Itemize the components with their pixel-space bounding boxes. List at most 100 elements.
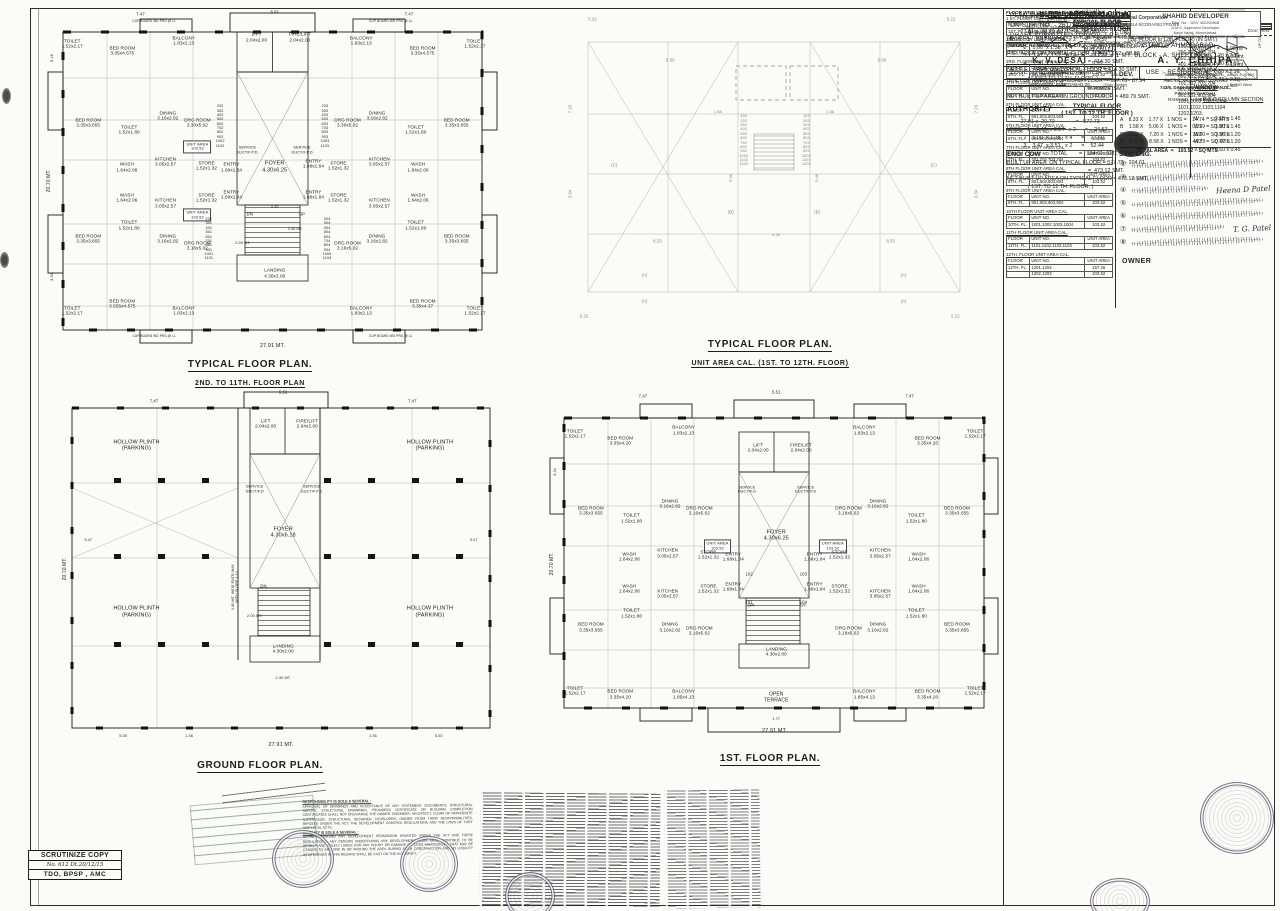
door-row: D1 = 0.90 x 2.10 [1194, 61, 1240, 68]
col-floor: FLOOR [1005, 85, 1031, 94]
row-number: ④ [1120, 186, 1127, 194]
plan-label: 5.51 [270, 9, 280, 15]
row-number: ⑦ [1120, 225, 1127, 233]
plan-title-text: GROUND FLOOR PLAN. [197, 760, 323, 773]
amc-zone: Zone: West [1247, 27, 1269, 33]
col-unit: UNIT NO. [1029, 193, 1086, 201]
plan-label: SERVICE DUCT/F.D [737, 485, 756, 495]
scrutinize-dept: TDO, BPSP , AMC [43, 871, 107, 878]
floor-table-title: 4TH FLOOR UNIT AREA CAL. [1006, 80, 1066, 86]
stair-row: TREAD = 0.30 mt [1194, 53, 1244, 60]
floor-table: 8TH FLOOR UNIT AREA CAL. FLOOR UNIT NO. … [1005, 166, 1113, 186]
window-row: W3 = 0.72 x 1.20 [1194, 139, 1241, 146]
plan-label: STORE 1.52x1.32 [697, 549, 719, 561]
ground-floor-plan-drawing [70, 391, 492, 730]
col-floor: FLOOR [1005, 64, 1031, 73]
signature-scribble [1129, 184, 1209, 195]
plan-label: BALCONY 1.85x4.13 [853, 688, 876, 700]
plan-label: 204 304 404 504 604 704 804 904 1004 110… [322, 217, 332, 261]
plan-label: ENTRY 1.68x1.84 [221, 162, 243, 173]
floor-table: 4TH FLOOR UNIT AREA CAL. FLOOR UNIT NO. … [1005, 80, 1113, 101]
ground-plan-title: GROUND FLOOR PLAN. [160, 755, 360, 773]
plan-label: FOYER 4.30x6.18 [270, 526, 296, 539]
signature-name: Heena D Patel [1216, 183, 1272, 196]
plan-label: (A) [900, 298, 907, 304]
amc-case-no: Case No. : BWS/TDO/14514-5/CDRA/0617/PD/… [1084, 22, 1179, 27]
plan-label: DN [246, 211, 253, 217]
plan-label: WASH 1.64x2.06 [116, 162, 138, 173]
cell-area: 103.52 [1084, 221, 1113, 229]
cell-area: 103.52 [1084, 242, 1113, 251]
signature-name: T. G. Patel [1232, 223, 1272, 235]
plan-label: KITCHEN 3.05x2.57 [657, 548, 679, 559]
floor-table-title: 7TH FLOOR UNIT AREA CAL. [1006, 144, 1066, 150]
str-line: STRUCTURAL DESIGNER [1168, 71, 1223, 77]
unit-number-row: 301,302,303,304 [1178, 56, 1216, 63]
plan-label: 3.30 MT. [287, 226, 303, 231]
cell-floor: 12TH. FL. [1005, 264, 1031, 272]
plan-label: 7.47 [408, 399, 417, 405]
plan-title-text: TYPICAL FLOOR PLAN. [187, 359, 313, 372]
cell-area: 103.52 [1084, 270, 1113, 279]
floor-tables-list: 1 ST. FLOOR UNIT AREA CAL. FLOOR UNIT NO… [1005, 16, 1113, 279]
disclaimer-para: APPROVAL OF DRAWINGS AND ACCEPTANCE OF A… [302, 802, 473, 831]
row-number: ⑤ [1120, 199, 1127, 207]
plan-label: ENTRY 1.68x1.84 [722, 581, 744, 592]
plan-label: TOILET 1.52x1.80 [905, 512, 927, 524]
cell-floor: 10TH. FL. [1005, 221, 1031, 229]
plan-label: 2.00 MT. [235, 240, 251, 245]
floor-table: 1 ST. FLOOR UNIT AREA CAL. FLOOR UNIT NO… [1005, 16, 1113, 36]
plan-label: TOILET 1.52x2.17 [61, 305, 83, 316]
floor-table-title: 11TH FLOOR UNIT AREA CAL. [1006, 230, 1068, 236]
round-stamp [400, 836, 458, 892]
plan-label: DRG ROOM 3.16x5.02 [334, 240, 361, 251]
authority-signer: Nilesh Barenda Dy T.D.O. West [1164, 72, 1192, 82]
developer-stamp-line: Nava Vadaj, Ahmedabad. [1173, 30, 1218, 36]
developer-stamp-line: A.M.C. Approved Developer [1171, 25, 1220, 31]
plan-label: CUP BOARD WD PRG @ LL [369, 333, 413, 338]
eng-stamp-line: AMC ENGS. Lic No. ER 0799070716 [1024, 30, 1095, 36]
round-stamp [1200, 782, 1274, 854]
plan-label: UNIT AREA 103.52 [183, 208, 212, 222]
plan-label: LANDING 4.30x2.00 [264, 268, 286, 279]
plan-label: ENTRY 1.68x1.84 [302, 158, 324, 169]
plan-label: OPEN TERRACE [763, 691, 789, 703]
plan-label: 5.00 [434, 733, 443, 738]
plan-label: DRG ROOM 3.16x5.02 [184, 240, 211, 251]
cell-units: 501,502,503,504 [1029, 113, 1086, 122]
plan-label: DINING 3.16x2.82 [867, 498, 889, 510]
signature-scribble [1129, 209, 1264, 222]
plan-label: 7.47 [149, 399, 159, 405]
plan-label: 8.33 [886, 238, 895, 244]
developer-stamp-title: SHAHID DEVELOPER [1162, 13, 1229, 20]
plan-label: STORE 1.52x1.32 [697, 583, 719, 594]
plan-label: TOILET 1.52x2.17 [464, 38, 486, 50]
plan-label: 4.30 [772, 233, 781, 238]
floor-table-title: 9TH FLOOR UNIT AREA CAL. [1006, 187, 1066, 193]
builtup-row: BUILT UP AREA ON GROUND FLOOR = 577.73 -… [1007, 77, 1146, 84]
plan-label: BED ROOM 3.35x4.575 [409, 45, 436, 57]
plan-label: 27.91 MT. [268, 741, 294, 748]
typical-floor-plan-drawing [47, 12, 498, 344]
plan-label: KITCHEN 3.05x2.57 [657, 588, 679, 599]
developer-stamp: SHAHID DEVELOPER Reg. No. : DEV 40220080… [1130, 11, 1261, 38]
door-row: D2 = 0.80 x 2.10 [1194, 68, 1240, 75]
unit-area-cal-drawing [587, 41, 961, 293]
plan-label: FIRE/LIFT 2.04x2.00 [790, 442, 813, 453]
plan-label: TOILET 1.52x1.80 [118, 124, 140, 135]
plan-label: BALCONY 1.83x2.13 [349, 305, 373, 316]
col-unit: UNIT NO. [1029, 107, 1086, 115]
margin-line [38, 8, 39, 906]
plan-label: BED ROOM 3.35x4.20 [607, 435, 634, 446]
plan-label: UP [800, 602, 807, 608]
plan-label: DINING 3.16x2.82 [366, 233, 388, 245]
cell-units: 1101,1102,1103,1104 [1029, 242, 1086, 251]
plan-label: CUP BOARD WD PRG @ LL [132, 19, 176, 24]
owner-signature-row: ⑥ [1120, 209, 1271, 222]
plan-label: DRG ROOM 3.30x5.02 [334, 117, 361, 128]
